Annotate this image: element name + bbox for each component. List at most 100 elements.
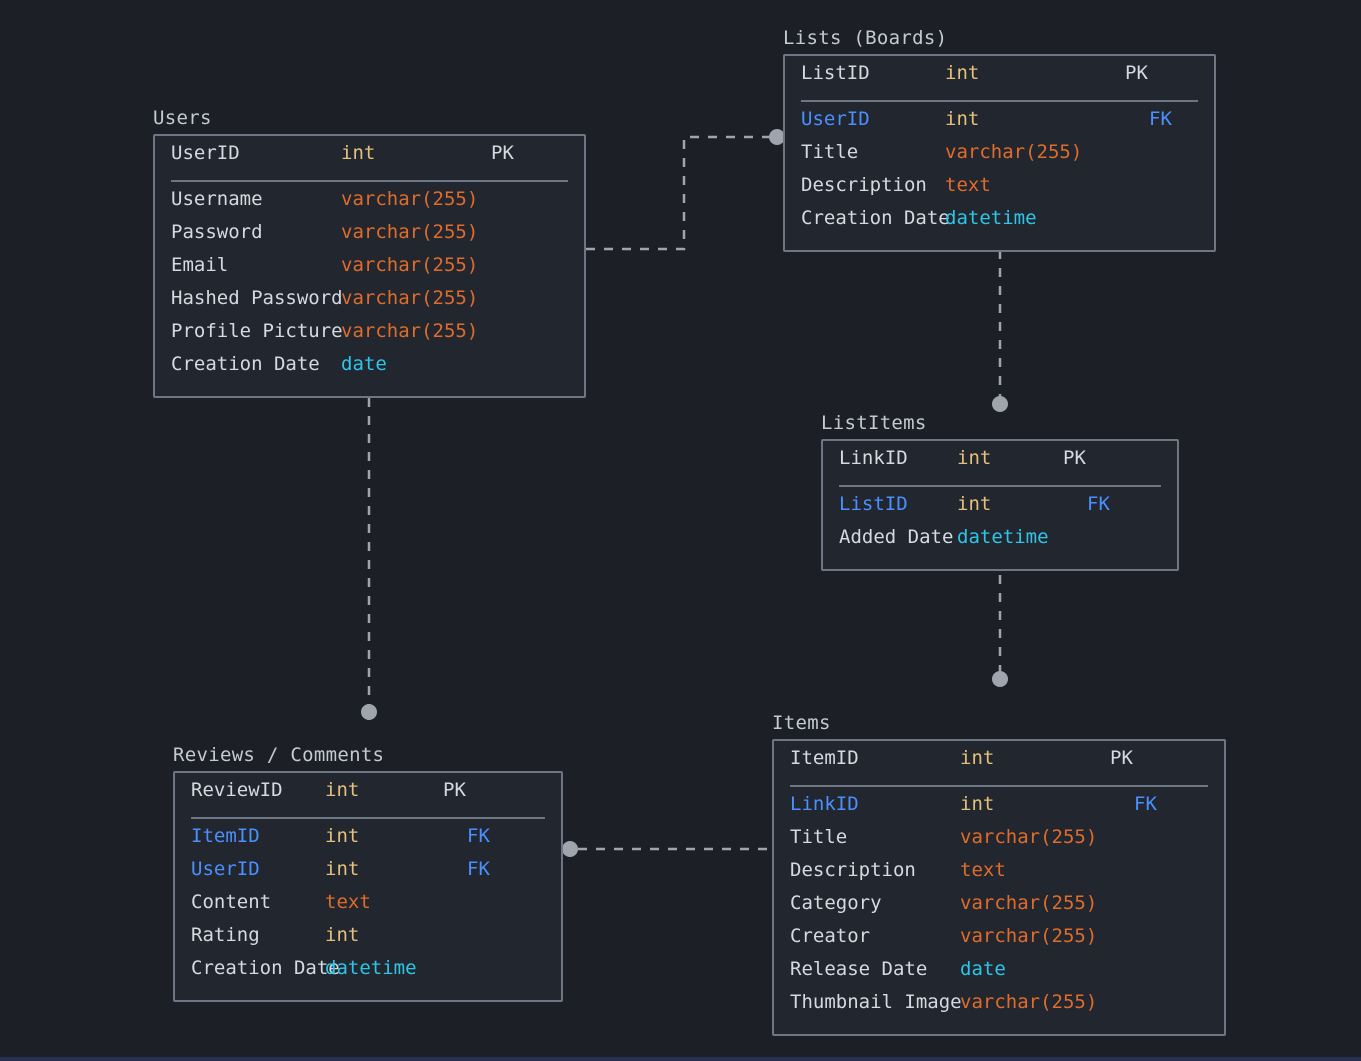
column-type: varchar(255) [341,188,479,210]
column-name: Password [171,221,263,243]
primary-key-badge: PK [443,779,466,801]
column-type: text [945,174,991,196]
primary-key-divider [790,785,1208,787]
column-name: Email [171,254,229,276]
entity-title-items: Items [772,712,831,734]
column-type: text [325,891,371,913]
column-type: int [957,447,992,469]
column-name: UserID [801,108,870,130]
column-name: Release Date [790,958,928,980]
column-row[interactable]: Email varchar(255) [155,254,584,287]
column-name: Content [191,891,272,913]
column-row[interactable]: LinkID int FK [774,793,1224,826]
column-row[interactable]: Description text [774,859,1224,892]
column-type: datetime [957,526,1049,548]
column-type: int [960,793,995,815]
foreign-key-badge: FK [1134,793,1157,815]
column-type: varchar(255) [960,826,1098,848]
column-name: UserID [191,858,260,880]
column-name: Creation Date [171,353,320,375]
column-name: Thumbnail Image [790,991,962,1013]
column-type: int [325,924,360,946]
column-type: int [341,142,376,164]
column-type: text [960,859,1006,881]
column-row[interactable]: Release Date date [774,958,1224,991]
column-row[interactable]: ReviewID int PK [175,779,561,812]
column-name: ReviewID [191,779,283,801]
primary-key-divider [801,100,1198,102]
column-name: Title [790,826,848,848]
column-type: datetime [945,207,1037,229]
column-type: int [325,858,360,880]
bottom-accent-bar [0,1057,1361,1061]
column-name: Added Date [839,526,954,548]
column-type: date [341,353,387,375]
connector-endpoint-users-to-reviews [361,704,377,720]
column-row[interactable]: Rating int [175,924,561,957]
connector-endpoint-listitems-to-items [992,671,1008,687]
column-name: LinkID [839,447,908,469]
foreign-key-badge: FK [1087,493,1110,515]
column-name: ItemID [191,825,260,847]
column-row[interactable]: Content text [175,891,561,924]
column-type: int [325,779,360,801]
column-row[interactable]: Username varchar(255) [155,188,584,221]
column-type: varchar(255) [341,221,479,243]
column-type: varchar(255) [341,254,479,276]
entity-title-users: Users [153,107,212,129]
column-type: int [945,108,980,130]
column-name: Creation Date [801,207,950,229]
column-type: varchar(255) [960,991,1098,1013]
column-name: Profile Picture [171,320,343,342]
connector-endpoint-reviews-to-items [562,841,578,857]
primary-key-divider [171,180,568,182]
column-name: Rating [191,924,260,946]
column-type: varchar(255) [960,892,1098,914]
column-row[interactable]: Title varchar(255) [774,826,1224,859]
column-name: Description [790,859,916,881]
column-type: date [960,958,1006,980]
entity-title-listitems: ListItems [821,412,927,434]
primary-key-divider [839,485,1161,487]
primary-key-badge: PK [1110,747,1133,769]
column-name: ListID [839,493,908,515]
primary-key-badge: PK [491,142,514,164]
connector-users-to-lists [586,135,770,251]
entity-title-lists: Lists (Boards) [783,27,948,49]
column-name: Creation Date [191,957,340,979]
column-row[interactable]: Creation Date date [155,353,584,386]
column-name: Username [171,188,263,210]
column-type: varchar(255) [960,925,1098,947]
column-type: int [325,825,360,847]
foreign-key-badge: FK [467,858,490,880]
column-name: ListID [801,62,870,84]
column-row[interactable]: Password varchar(255) [155,221,584,254]
column-row[interactable]: UserID int FK [175,858,561,891]
column-name: LinkID [790,793,859,815]
column-type: datetime [325,957,417,979]
